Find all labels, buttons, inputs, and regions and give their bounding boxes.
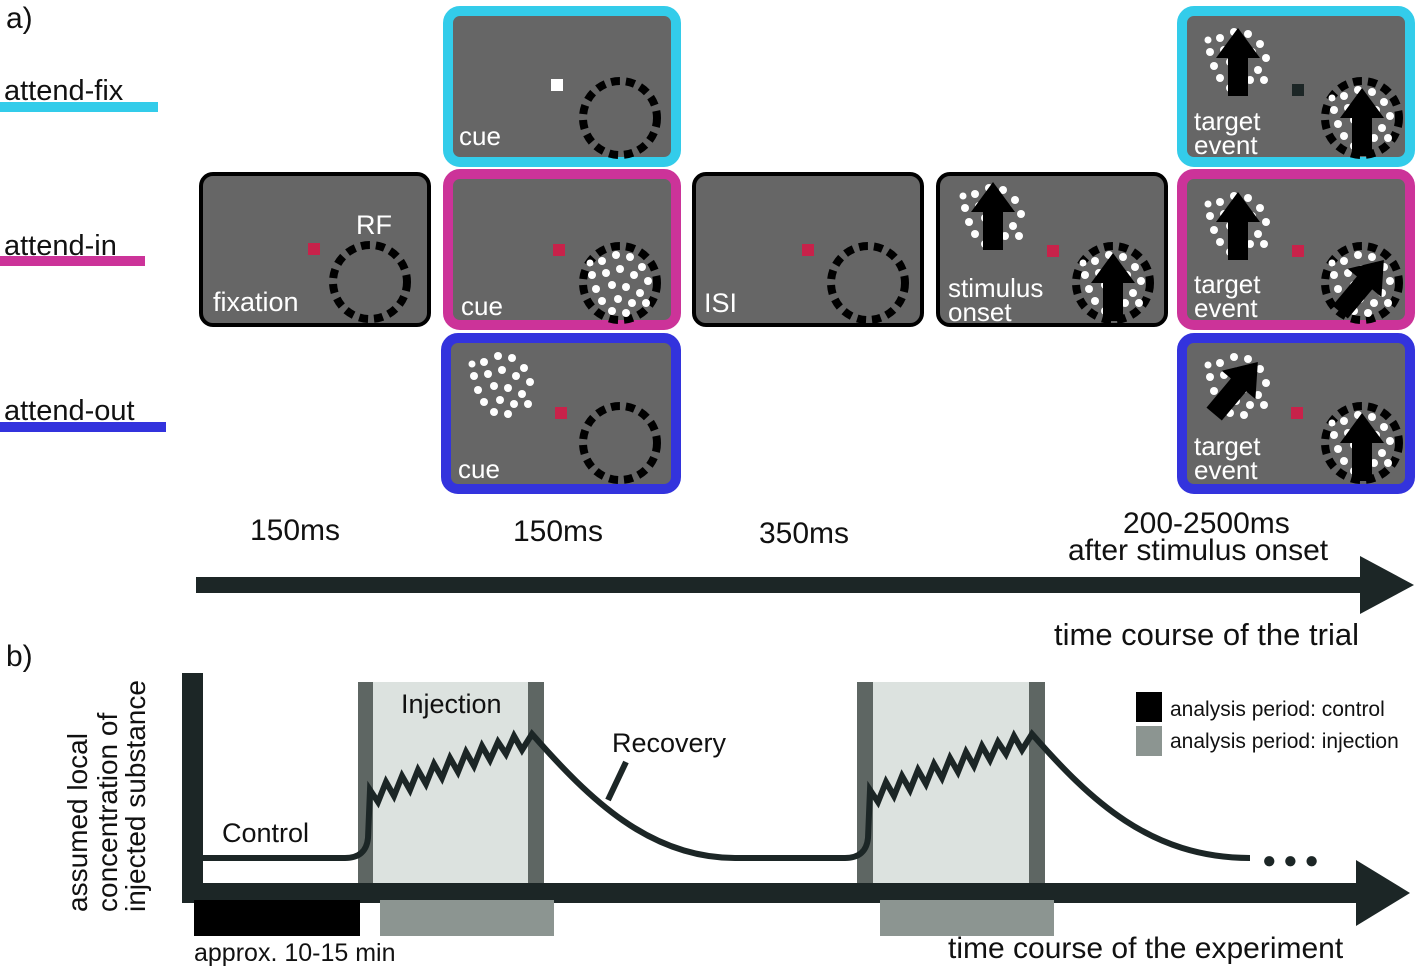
target-label-line1: target	[1194, 106, 1261, 136]
stimulus-label-line1: stimulus	[948, 273, 1043, 303]
duration-cue: 150ms	[513, 515, 603, 548]
injection-boundary	[1029, 682, 1045, 888]
legend-swatch-injection	[1136, 726, 1162, 756]
screen-stimulus-onset: stimulus onset	[936, 172, 1168, 327]
trial-timeline-arrow	[196, 577, 1366, 593]
injection-period-2	[864, 682, 1036, 888]
trial-timeline-label: time course of the trial	[1054, 617, 1359, 652]
screen-target-attend-in: target event	[1177, 169, 1415, 330]
panel-b-label: b)	[6, 640, 33, 673]
y-axis-label-line3: injected substance	[120, 680, 151, 912]
recovery-label: Recovery	[612, 728, 727, 758]
concentration-curve	[194, 728, 1251, 861]
x-axis-label: time course of the experiment	[948, 932, 1344, 965]
trial-timeline-arrowhead	[1360, 556, 1414, 614]
analysis-bar-control	[194, 900, 360, 936]
fixation-point	[555, 407, 567, 419]
legend: analysis period: control analysis period…	[1136, 692, 1399, 756]
analysis-bar-injection	[380, 900, 554, 936]
legend-label-injection: analysis period: injection	[1170, 730, 1399, 753]
condition-underline-attend-in	[0, 256, 145, 266]
panel-a-label: a)	[6, 2, 33, 35]
legend-swatch-control	[1136, 692, 1162, 722]
condition-label-attend-fix: attend-fix	[4, 75, 124, 107]
duration-target-line2: after stimulus onset	[1068, 534, 1329, 567]
continuation-ellipsis: ● ● ●	[1262, 847, 1319, 874]
y-axis	[182, 673, 203, 901]
target-label-line2: event	[1194, 455, 1258, 485]
condition-underline-attend-fix	[0, 102, 158, 112]
fixation-point	[1047, 245, 1059, 257]
cue-label: cue	[461, 291, 503, 321]
target-label-line2: event	[1194, 130, 1258, 160]
injection-label: Injection	[401, 689, 502, 719]
condition-underline-attend-out	[0, 422, 166, 432]
fixation-label: fixation	[213, 287, 299, 317]
screen-cue-attend-fix: cue	[443, 6, 681, 167]
control-label: Control	[222, 818, 309, 848]
y-axis-label-line2: concentration of	[92, 713, 123, 912]
fixation-point	[802, 244, 814, 256]
screen-fixation: RF fixation	[199, 172, 431, 327]
screen-cue-attend-out: cue	[441, 333, 681, 494]
x-axis	[182, 883, 1362, 903]
screen-cue-attend-in: cue	[443, 169, 681, 330]
duration-target-line1: 200-2500ms	[1123, 507, 1290, 540]
injection-boundary	[528, 682, 544, 888]
y-axis-label-line1: assumed local	[62, 733, 93, 912]
duration-note: approx. 10-15 min	[194, 939, 396, 967]
screen-target-attend-out: target event	[1177, 333, 1415, 494]
isi-label: ISI	[704, 288, 737, 318]
screen-target-attend-fix: target event	[1177, 6, 1415, 167]
fixation-point	[1292, 84, 1304, 96]
target-label-line1: target	[1194, 269, 1261, 299]
fixation-point	[308, 243, 320, 255]
cue-label: cue	[459, 121, 501, 151]
legend-label-control: analysis period: control	[1170, 698, 1385, 721]
screen-isi: ISI	[692, 172, 924, 327]
fixation-point	[551, 79, 563, 91]
fixation-point	[1292, 245, 1304, 257]
stimulus-label-line2: onset	[948, 297, 1012, 327]
x-axis-arrowhead	[1356, 860, 1410, 926]
fixation-point	[553, 244, 565, 256]
target-label-line1: target	[1194, 431, 1261, 461]
duration-isi: 350ms	[759, 517, 849, 550]
analysis-bar-injection	[880, 900, 1054, 936]
fixation-point	[1291, 407, 1303, 419]
rf-label: RF	[356, 210, 392, 240]
cue-label: cue	[458, 454, 500, 484]
duration-fixation: 150ms	[250, 514, 340, 547]
target-label-line2: event	[1194, 293, 1258, 323]
injection-period-1	[366, 682, 536, 888]
y-axis-label: assumed local concentration of injected …	[62, 680, 151, 912]
condition-label-attend-out: attend-out	[4, 395, 135, 427]
recovery-pointer	[605, 760, 629, 802]
